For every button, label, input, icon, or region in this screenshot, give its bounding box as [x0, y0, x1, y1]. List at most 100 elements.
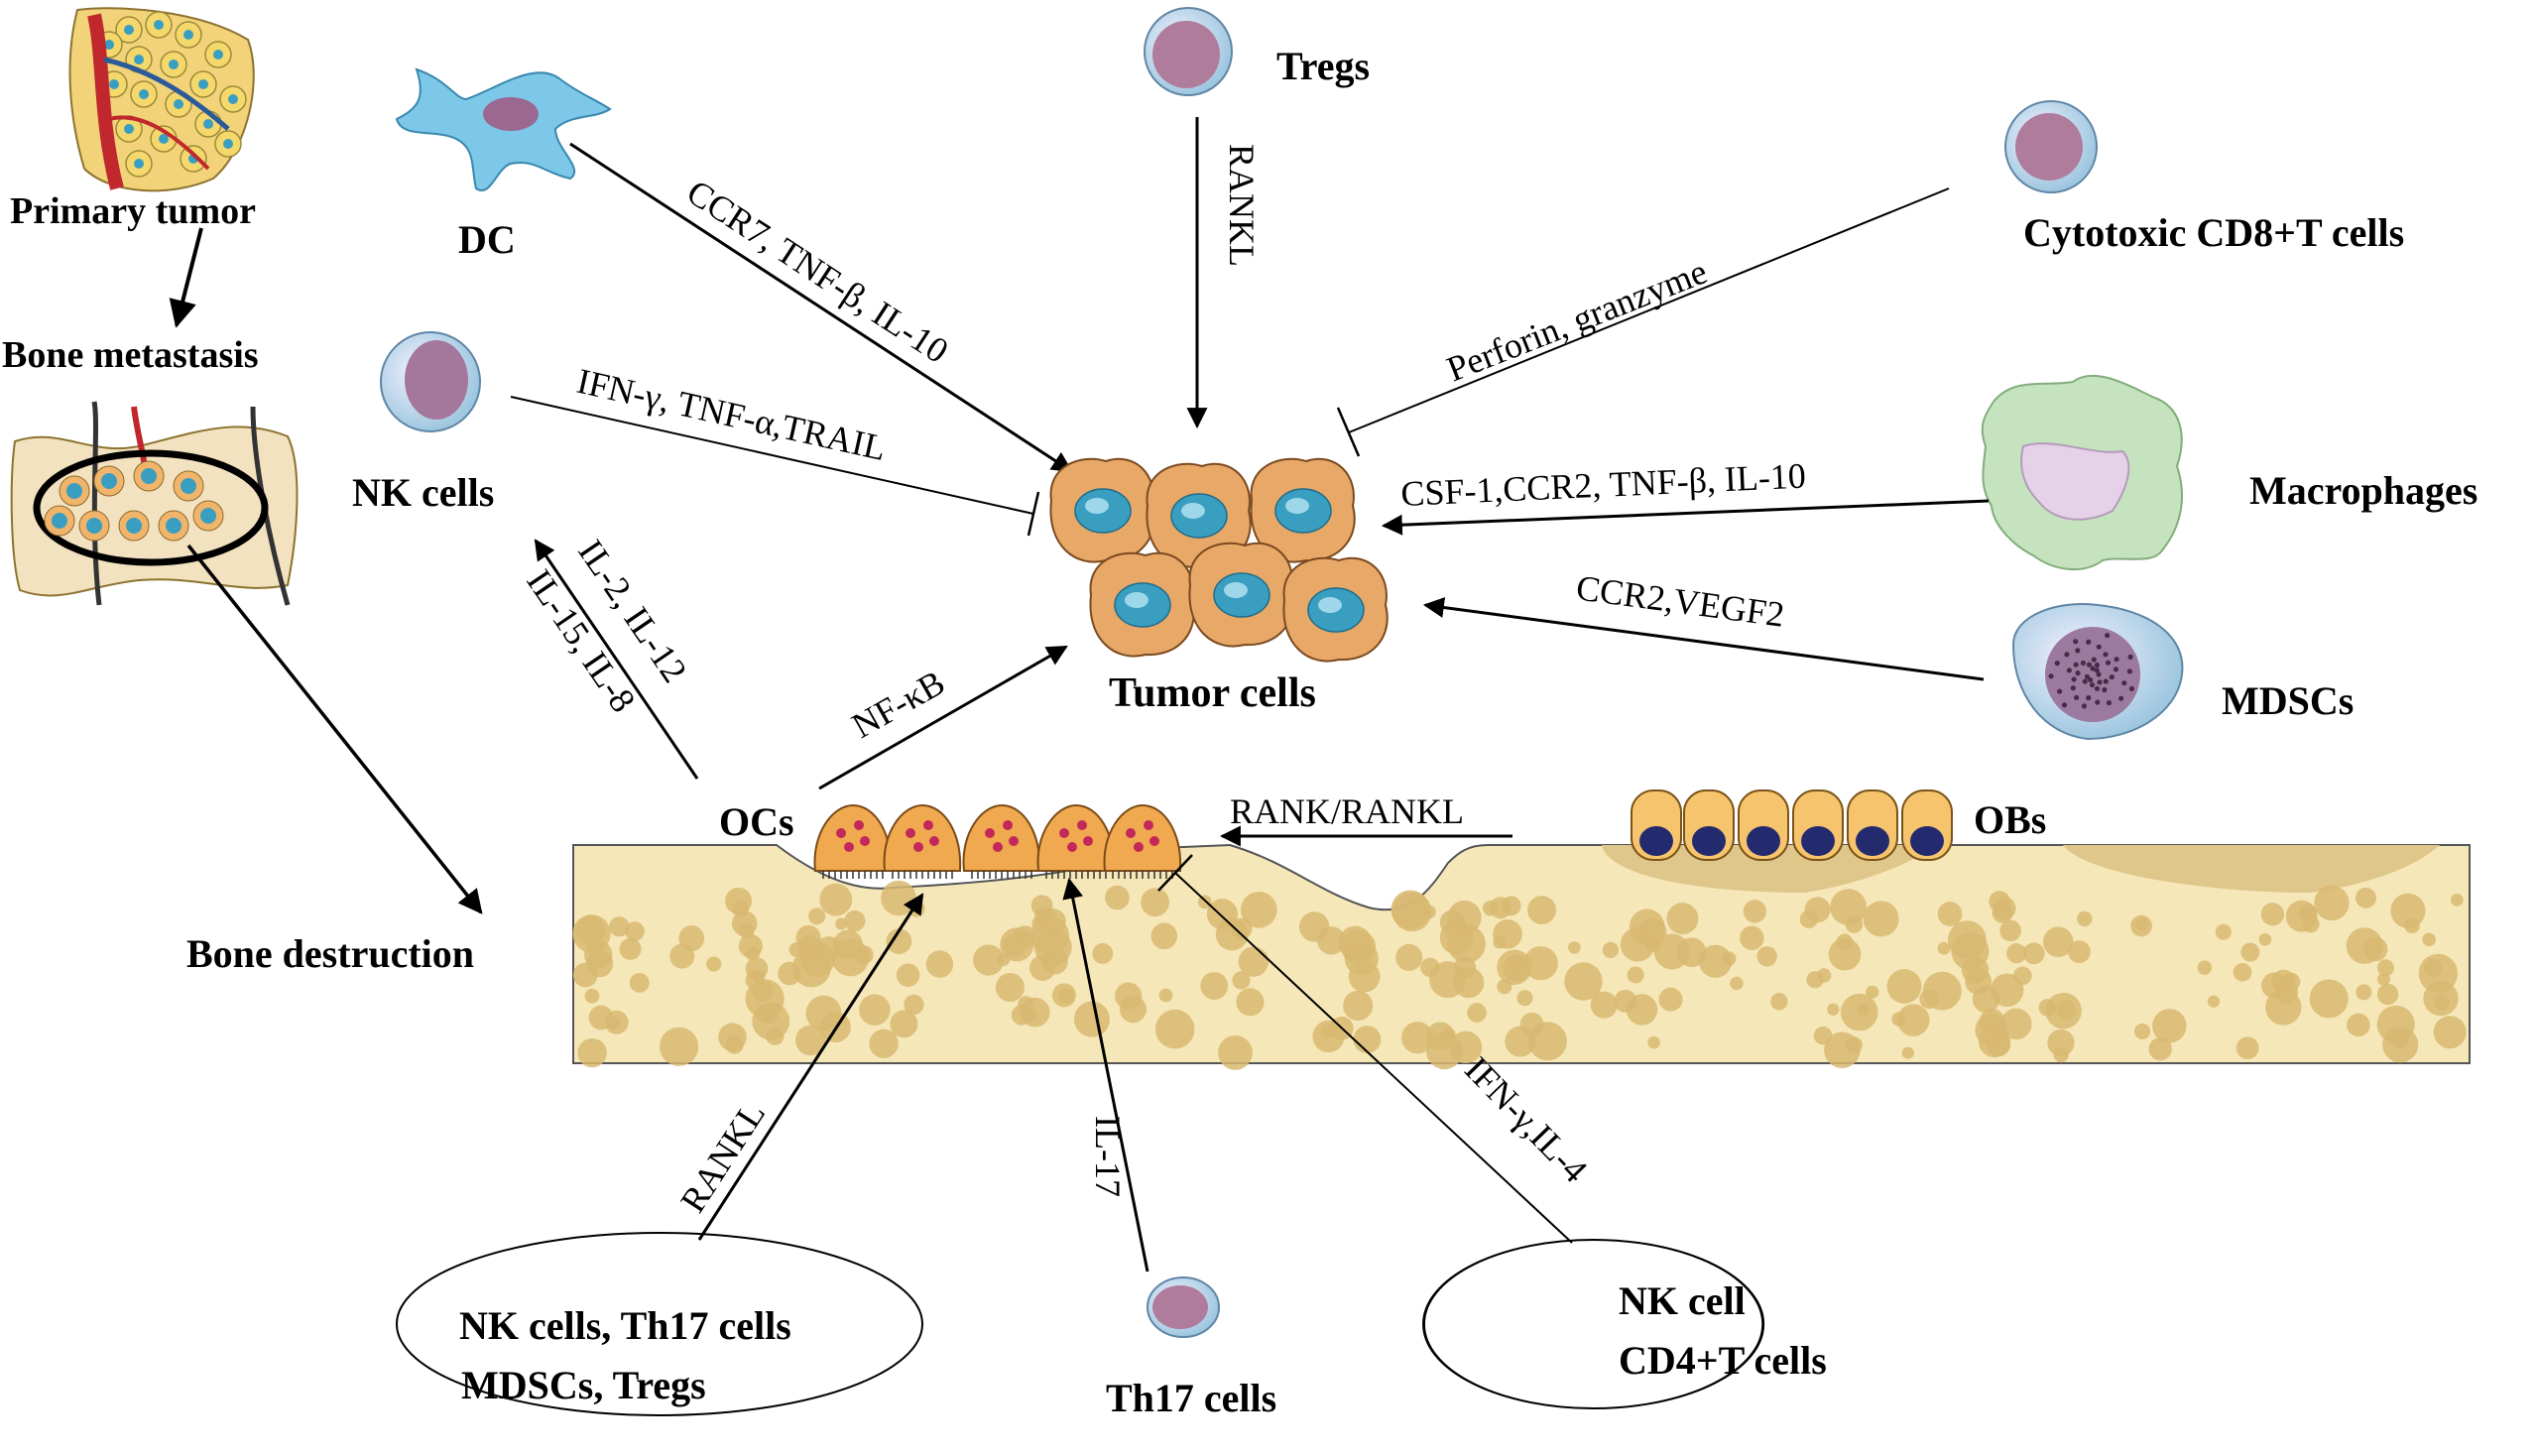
bone-pore — [2309, 979, 2349, 1019]
osteoblast-cells — [1631, 789, 1953, 861]
bone-pore — [1626, 994, 1658, 1026]
bone-pore — [1653, 933, 1690, 970]
bone-pore — [1238, 946, 1269, 977]
mdsc-granule — [2086, 662, 2093, 667]
bone-pore — [2450, 893, 2464, 907]
bone-pore — [2215, 923, 2232, 940]
bone-pore — [1721, 951, 1737, 966]
primary-tumor-nucleus — [124, 25, 134, 35]
primary-tumor-nucleus — [203, 119, 213, 129]
mdsc-granule — [2082, 678, 2088, 684]
bone-pore — [2152, 1009, 2187, 1043]
bone-pore — [1527, 1022, 1567, 1061]
osteoclast-granule — [929, 836, 939, 846]
bone-pore — [2346, 927, 2383, 964]
metastasis-nucleus — [141, 468, 157, 484]
bone-pore — [1232, 971, 1251, 990]
bone-pore — [706, 956, 722, 972]
bone-pore — [1483, 900, 1499, 916]
bone-pore — [577, 1037, 607, 1068]
bone-pore — [2390, 1030, 2409, 1049]
tumor-nucleus-highlight — [1085, 498, 1109, 514]
mdsc-granule — [2109, 673, 2115, 680]
bone-metastasis-icon — [10, 401, 299, 606]
bone-pore — [1740, 925, 1764, 950]
mdsc-granule — [2097, 679, 2103, 685]
bone-pore — [1629, 909, 1665, 945]
bone-pore — [2347, 1013, 2370, 1037]
group-right-line2: CD4+T cells — [1619, 1338, 1827, 1383]
mdsc-granule — [2105, 660, 2112, 666]
tumor-cells-label: Tumor cells — [1109, 670, 1316, 716]
primary-tumor-nucleus — [213, 50, 223, 60]
mdsc-granule — [2128, 685, 2135, 692]
mdsc-granule — [2080, 660, 2086, 667]
bone-pore — [1240, 892, 1277, 928]
bone-pore — [2047, 1029, 2075, 1056]
primary-tumor-label: Primary tumor — [10, 190, 256, 232]
bone-pore — [896, 963, 920, 987]
primary-tumor-nucleus — [104, 40, 114, 50]
bone-pore — [1992, 902, 2013, 923]
arrow-group-to-oc — [697, 893, 924, 1241]
bone-pore — [1590, 991, 1618, 1019]
bone-pore — [1627, 966, 1644, 984]
bone-pore — [2356, 984, 2372, 1001]
bone-pore — [1922, 971, 1962, 1011]
bone-pore — [2240, 942, 2260, 962]
bone-pore — [2390, 893, 2426, 928]
primary-tumor-icon — [68, 7, 255, 192]
arrow-th17-to-oc — [1062, 877, 1149, 1273]
bone-pore — [1401, 1022, 1434, 1054]
mdsc-granule — [2075, 648, 2081, 654]
mdsc-granule — [2095, 699, 2101, 705]
tregs-label: Tregs — [1276, 44, 1370, 88]
bone-pore — [625, 921, 645, 941]
bone-pore — [2376, 959, 2394, 977]
mdsc-granule — [2121, 680, 2127, 686]
bone-pore — [2258, 932, 2272, 946]
osteoblast-nucleus — [1856, 826, 1889, 856]
bone-pore — [1990, 973, 2024, 1008]
osteoblast-nucleus — [1639, 826, 1673, 856]
inhibit-cd8-to-tumor — [1348, 187, 1950, 433]
bone-pore — [1449, 1031, 1483, 1064]
osteoblast-nucleus — [1801, 826, 1835, 856]
mdsc-granule — [2091, 657, 2097, 663]
arrow-mac-to-tumor — [1381, 499, 1990, 536]
bone-pore — [1058, 988, 1075, 1005]
bone-pore — [2053, 1047, 2069, 1063]
arrow-dc-to-tumor — [569, 142, 1073, 473]
osteoclast-granule — [1067, 842, 1077, 852]
mdsc-granule — [2106, 700, 2113, 706]
primary-tumor-nucleus — [198, 79, 208, 89]
ob-oc-edge-label: RANK/RANKL — [1230, 791, 1464, 831]
bone-pore — [1040, 909, 1066, 934]
mdsc-granule — [2126, 668, 2132, 674]
mdsc-granule — [2089, 681, 2096, 688]
group-left-line1: NK cells, Th17 cells — [459, 1303, 791, 1348]
metastasis-nucleus — [166, 518, 181, 534]
bone-pore — [586, 950, 614, 978]
bone-pore — [2404, 917, 2420, 934]
tumor-nucleus-highlight — [1181, 503, 1205, 519]
bone-pore — [2433, 994, 2451, 1011]
osteoclast-granule — [993, 842, 1003, 852]
mdsc-granule — [2084, 673, 2091, 679]
oc-tumor-edge-label: NF-κB — [845, 663, 951, 746]
metastasis-nucleus — [101, 473, 117, 489]
bone-pore — [660, 1027, 699, 1066]
bone-pore — [995, 972, 1025, 1003]
bone-pore — [2261, 972, 2288, 999]
nk-cells-icon — [380, 331, 481, 432]
th17-label: Th17 cells — [1106, 1376, 1276, 1420]
bone-pore — [1840, 993, 1878, 1031]
bone-pore — [2077, 910, 2093, 927]
bone-pore — [1014, 925, 1036, 948]
bone-pore — [904, 994, 924, 1015]
metastasis-nucleus — [181, 478, 196, 494]
mdsc-granule — [2094, 685, 2101, 691]
bone-pore — [572, 914, 611, 953]
primary-tumor-nucleus — [183, 30, 193, 40]
